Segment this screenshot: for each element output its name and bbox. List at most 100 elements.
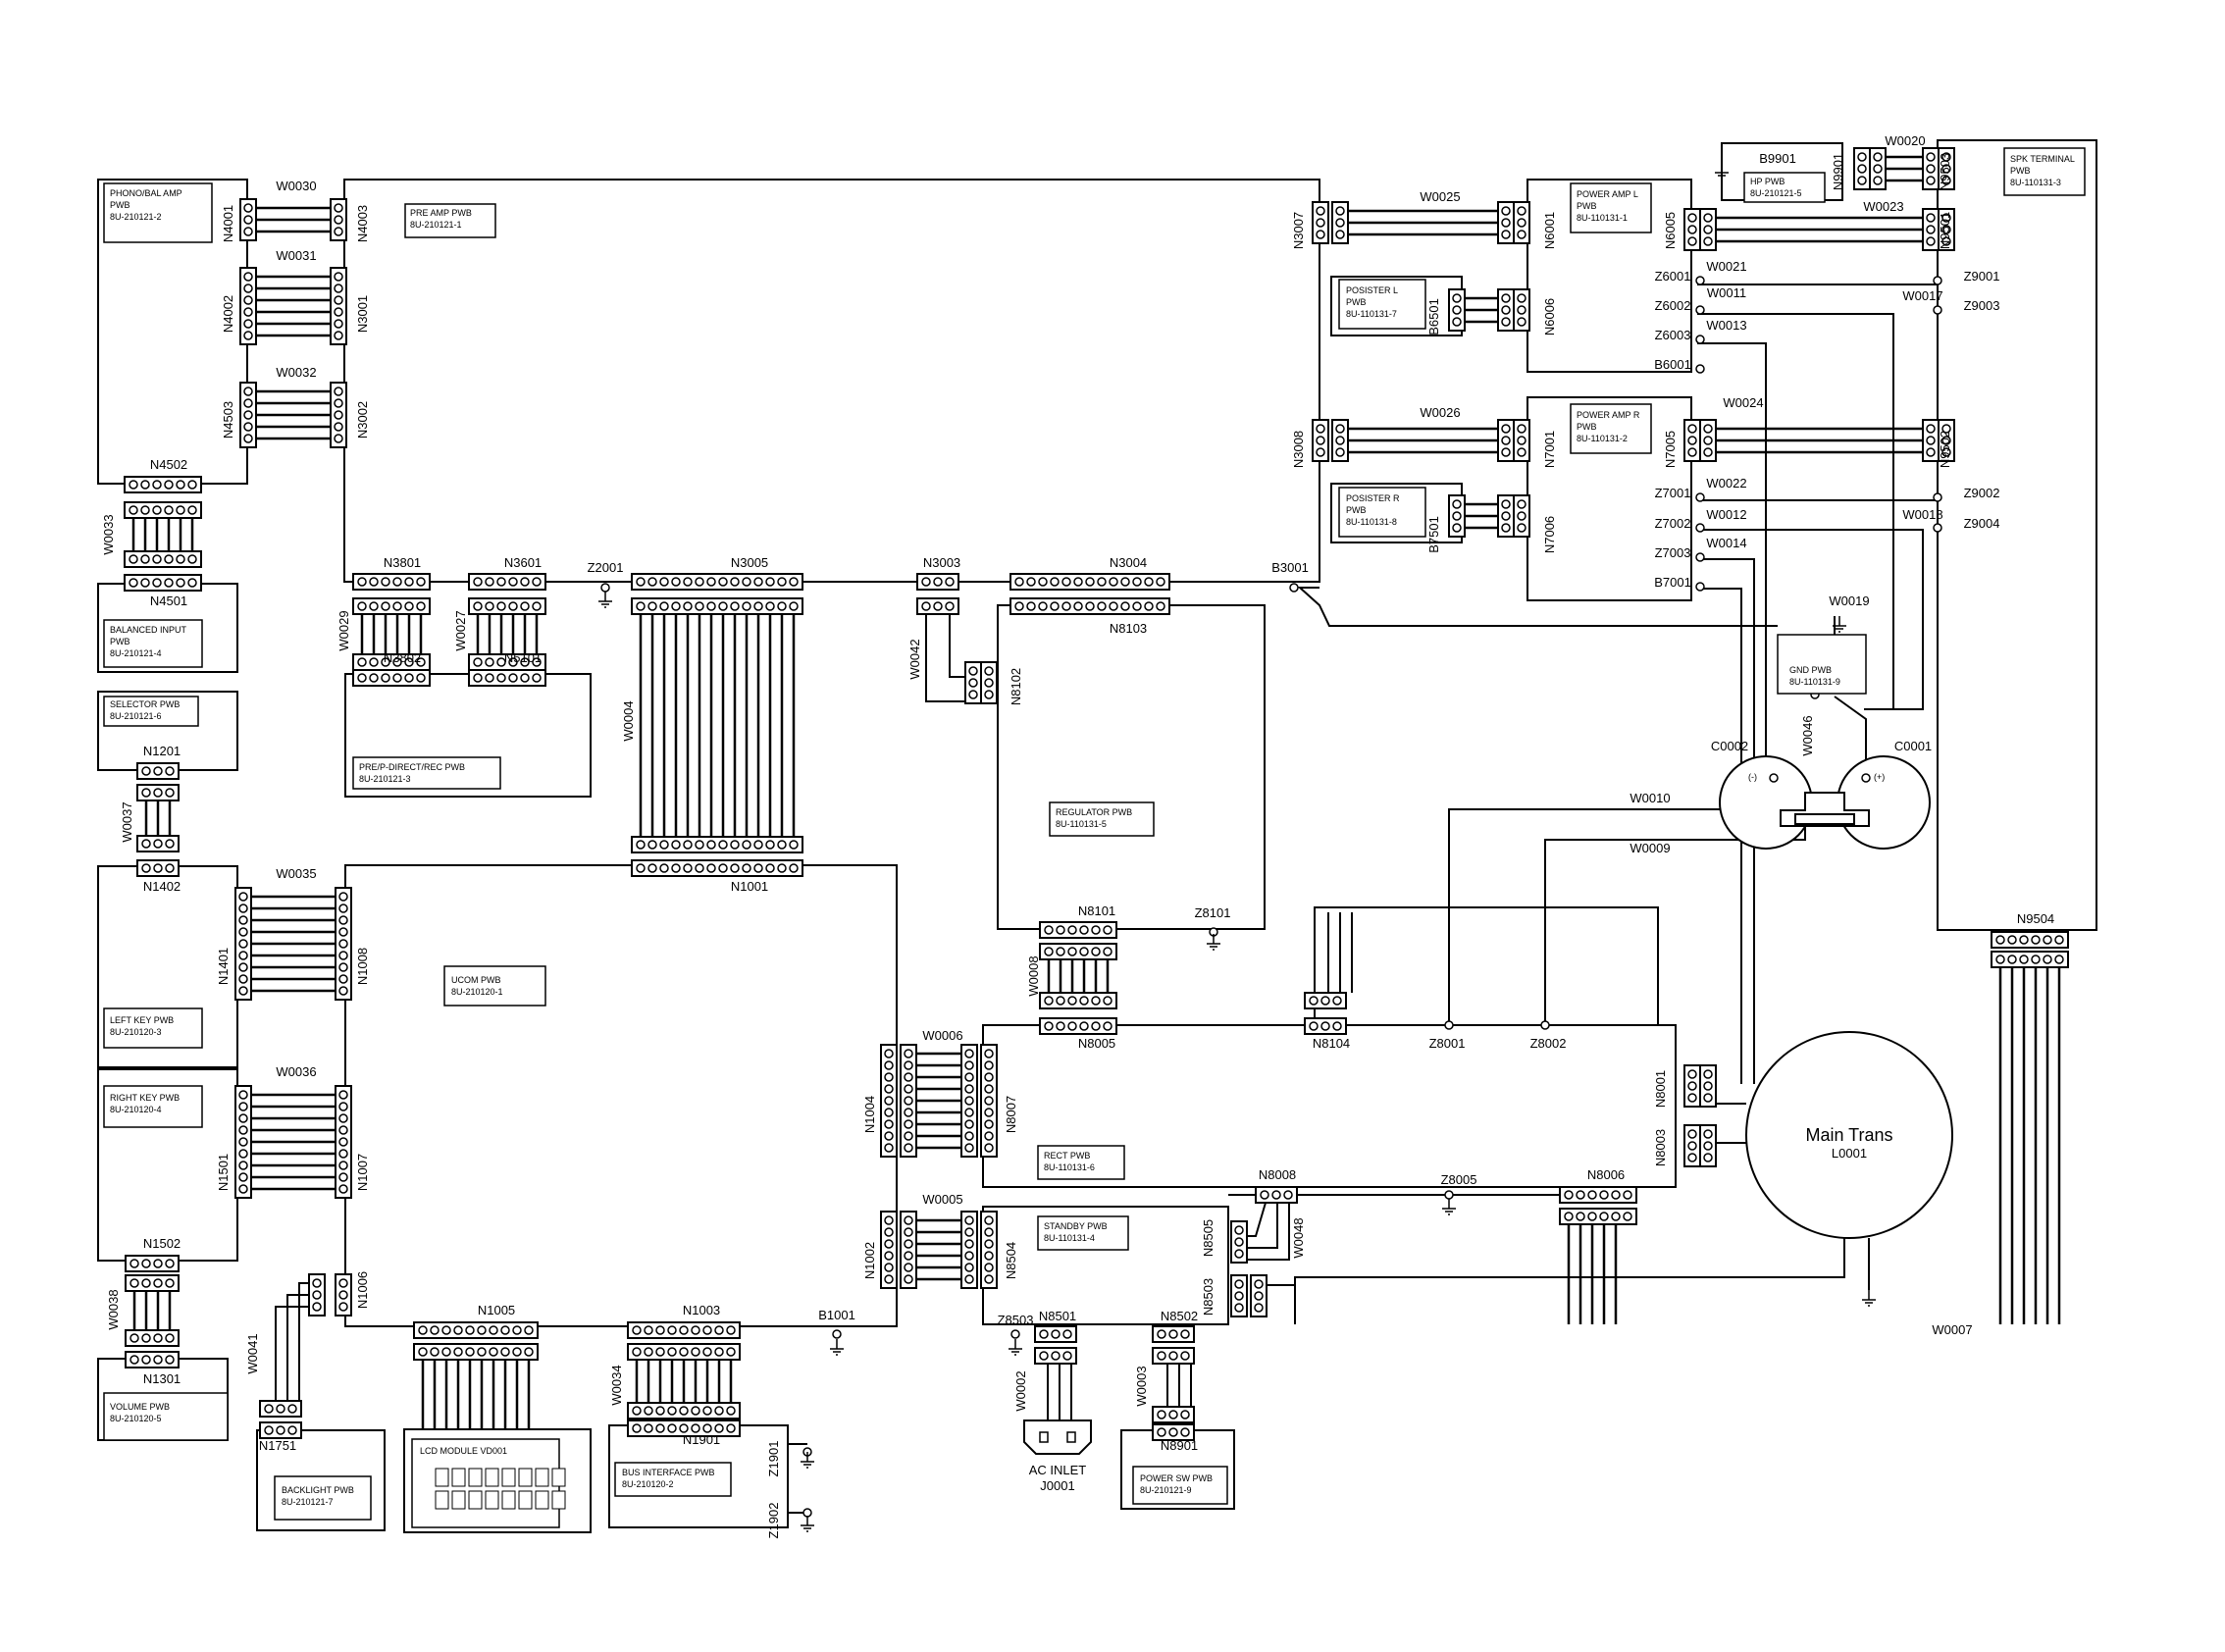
n9502b [1922,419,1940,462]
n6005 [1683,208,1701,251]
n7006b [1497,494,1515,538]
ref-label: B6501 [1426,298,1441,336]
svg-text:PWB: PWB [110,200,130,210]
n6005b [1699,208,1717,251]
n3802b [352,653,431,671]
n1751b [259,1400,302,1418]
ref-label: N9503 [1938,153,1952,190]
svg-text:8U-210121-6: 8U-210121-6 [110,711,162,721]
ref-label: N9901 [1831,153,1845,190]
ref-label: W0027 [453,610,468,650]
n3008b [1331,419,1349,462]
svg-text:POWER SW PWB: POWER SW PWB [1140,1473,1213,1483]
ref-label: N9502 [1938,431,1952,468]
ref-label: N4502 [150,457,187,472]
ref-label: N1004 [862,1096,877,1133]
ref-label: N6001 [1542,212,1557,249]
n3802 [352,669,431,687]
ref-label: N3008 [1291,431,1306,468]
svg-text:8U-110131-4: 8U-110131-4 [1044,1233,1095,1243]
ground-symbol [830,1339,844,1356]
ref-label: N7006 [1542,516,1557,553]
ref-label: W0036 [276,1064,316,1079]
svg-text:POWER AMP R: POWER AMP R [1577,410,1640,420]
ref-label: Z7001 [1655,486,1691,500]
n1901 [627,1420,741,1437]
svg-text:8U-110131-6: 8U-110131-6 [1044,1162,1095,1172]
ref-label: W0005 [922,1192,962,1207]
n8504 [980,1211,998,1289]
ref-label: Z9004 [1964,516,2000,531]
ref-label: B1001 [818,1308,855,1322]
n5101b [468,653,546,671]
n1751 [259,1421,302,1439]
n8008 [1255,1186,1298,1204]
n3002 [330,382,347,448]
n4502b [124,501,202,519]
svg-text:8U-110131-5: 8U-110131-5 [1056,819,1107,829]
svg-text:L0001: L0001 [1832,1146,1867,1161]
ref-label: Z8503 [998,1313,1034,1327]
svg-text:PHONO/BAL AMP: PHONO/BAL AMP [110,188,182,198]
left-key-board: LEFT KEY PWB 8U-210120-3 [103,1007,203,1049]
n3003 [916,573,959,591]
ref-label: Z9002 [1964,486,2000,500]
ground-symbol [1442,1199,1456,1215]
n9501 [1938,208,1955,251]
ref-label: N1007 [355,1154,370,1191]
n1502 [125,1255,180,1272]
ref-label: N8104 [1313,1036,1350,1051]
n4003 [330,198,347,241]
svg-text:LCD MODULE VD001: LCD MODULE VD001 [420,1446,507,1456]
selector-board: SELECTOR PWB 8U-210121-6 [103,696,199,727]
ref-label: B7001 [1654,575,1691,590]
n3004 [1009,573,1170,591]
main-transformer: Main Trans L0001 [1745,1031,1953,1239]
ref-label: N1502 [143,1236,181,1251]
svg-text:8U-210121-2: 8U-210121-2 [110,212,162,222]
ref-label: N8103 [1110,621,1147,636]
svg-text:VOLUME PWB: VOLUME PWB [110,1402,170,1412]
n6006b [1497,288,1515,332]
n8003 [1683,1124,1701,1167]
ground-symbol [801,1452,814,1469]
ref-label: N1401 [216,948,231,985]
ref-label: N9501 [1938,212,1952,249]
n1005b [413,1343,539,1361]
ref-label: N4002 [221,295,235,333]
ref-label: W0022 [1706,476,1746,490]
ref-label: W0025 [1420,189,1460,204]
svg-text:8U-110131-3: 8U-110131-3 [2010,178,2061,187]
svg-text:Main Trans: Main Trans [1805,1125,1892,1145]
svg-text:BUS INTERFACE PWB: BUS INTERFACE PWB [622,1468,715,1477]
ref-label: W0014 [1706,536,1746,550]
svg-text:8U-210121-7: 8U-210121-7 [282,1497,334,1507]
n8001b [1699,1064,1717,1108]
ref-label: N8101 [1078,903,1115,918]
connectors-layer [124,147,2069,1532]
n1004 [880,1044,898,1158]
n1006b [308,1273,326,1316]
svg-text:PRE AMP PWB: PRE AMP PWB [410,208,472,218]
n9901b [1869,147,1887,190]
n8102b [964,661,982,704]
ref-label: B3001 [1271,560,1309,575]
ref-label: W0006 [922,1028,962,1043]
b6501 [1448,288,1466,332]
ref-label: W0012 [1706,507,1746,522]
volume-board: VOLUME PWB 8U-210120-5 [103,1392,229,1441]
ref-label: W0037 [120,801,134,842]
balanced-input-board: BALANCED INPUT PWB 8U-210121-4 [103,619,203,668]
ref-label: N3003 [923,555,960,570]
n6001b [1497,201,1515,244]
svg-text:PWB: PWB [110,637,130,646]
ref-label: W0007 [1932,1322,1972,1337]
n1003 [627,1321,741,1339]
ref-label: N1001 [731,879,768,894]
n1402 [136,859,180,877]
ref-label: Z7003 [1655,545,1691,560]
ref-label: N5101 [504,650,542,665]
n8104b [1304,992,1347,1009]
ref-label: N8503 [1201,1278,1216,1316]
n8501b [1034,1347,1077,1365]
